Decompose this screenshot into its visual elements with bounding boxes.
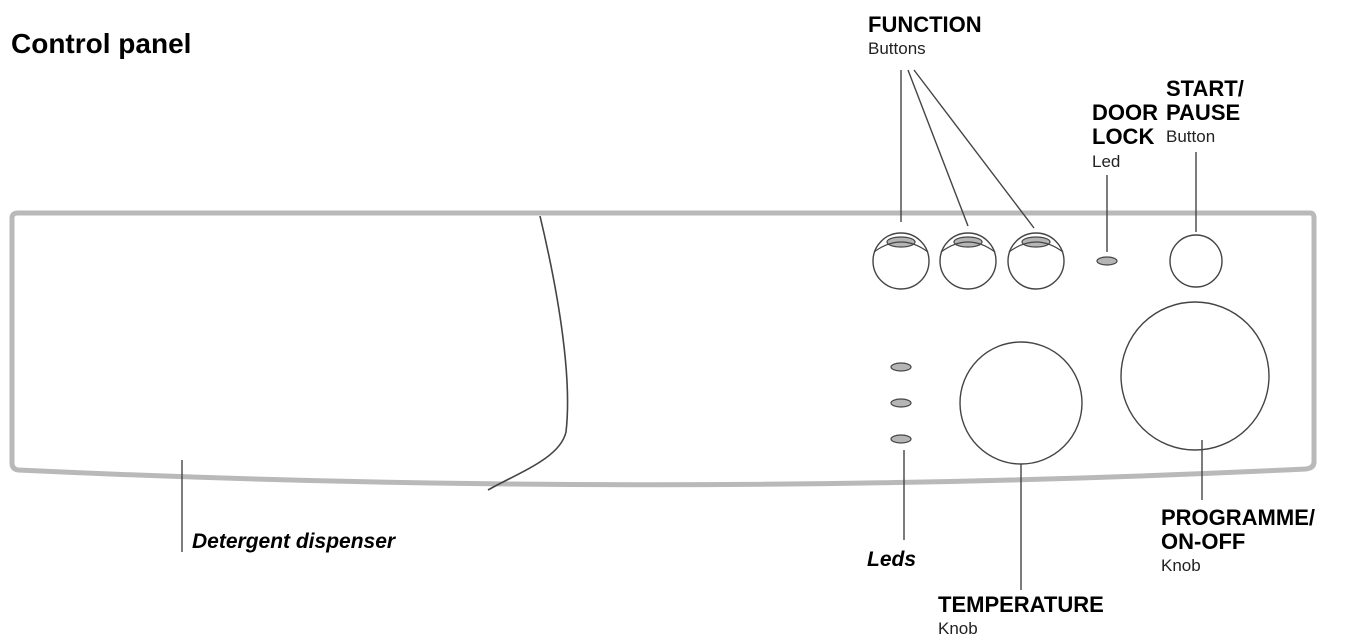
detergent-drawer-edge bbox=[487, 215, 569, 491]
door-lock-label-1: DOOR bbox=[1092, 100, 1158, 125]
door-lock-label-2: LOCK bbox=[1092, 124, 1155, 149]
temperature-label: TEMPERATURE bbox=[938, 592, 1104, 617]
function-sublabel: Buttons bbox=[868, 39, 926, 58]
programme-knob[interactable] bbox=[1120, 301, 1270, 451]
panel-outline bbox=[9, 210, 1317, 488]
start-pause-button[interactable] bbox=[1169, 234, 1223, 288]
page-title: Control panel bbox=[11, 28, 192, 59]
function-button-3[interactable] bbox=[1007, 232, 1065, 290]
door-lock-led bbox=[1096, 256, 1118, 266]
start-pause-label-1: START/ bbox=[1166, 76, 1244, 101]
door-lock-sublabel: Led bbox=[1092, 152, 1121, 171]
start-pause-sublabel: Button bbox=[1166, 127, 1216, 146]
temperature-knob[interactable] bbox=[959, 341, 1083, 465]
temperature-sublabel: Knob bbox=[938, 619, 978, 638]
programme-label-2: ON-OFF bbox=[1161, 529, 1246, 554]
start-pause-label-2: PAUSE bbox=[1166, 100, 1241, 125]
function-label: FUNCTION bbox=[868, 12, 982, 37]
leds-label: Leds bbox=[867, 548, 917, 571]
function-button-2[interactable] bbox=[939, 232, 997, 290]
function-button-1[interactable] bbox=[872, 232, 930, 290]
detergent-dispenser-label: Detergent dispenser bbox=[192, 530, 396, 553]
programme-sublabel: Knob bbox=[1161, 556, 1201, 575]
leader-lines bbox=[181, 69, 1203, 590]
programme-label-1: PROGRAMME/ bbox=[1161, 505, 1315, 530]
status-led-2 bbox=[890, 398, 912, 408]
status-led-3 bbox=[890, 434, 912, 444]
status-led-1 bbox=[890, 362, 912, 372]
